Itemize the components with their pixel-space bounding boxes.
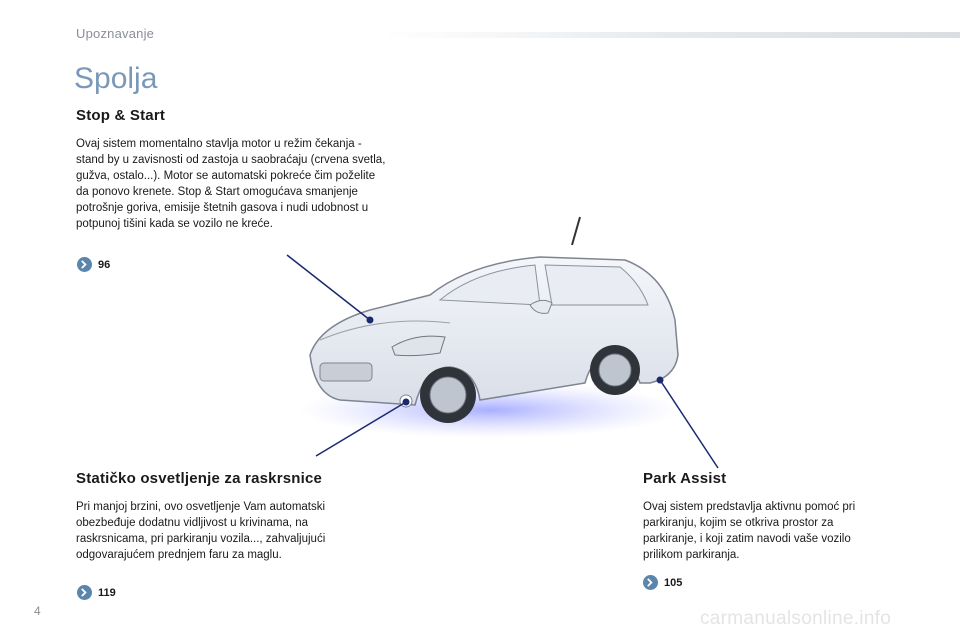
park-assist-text: Ovaj sistem predstavlja aktivnu pomoć pr…: [643, 501, 856, 561]
cornering-light-ref[interactable]: 119: [77, 585, 116, 600]
stop-start-heading: Stop & Start: [76, 107, 166, 124]
park-assist-heading: Park Assist: [643, 470, 727, 487]
cornering-light-ref-page: 119: [98, 586, 116, 599]
cornering-light-section: Statičko osvetljenje za raskrsnice Pri m…: [76, 470, 366, 563]
park-assist-ref[interactable]: 105: [643, 575, 682, 590]
stop-start-ref-page: 96: [98, 258, 111, 271]
stop-start-section: Stop & Start Ovaj sistem momentalno stav…: [76, 107, 386, 232]
car-illustration: [300, 216, 680, 438]
page-number: 4: [34, 604, 41, 618]
stop-start-ref[interactable]: 96: [77, 257, 110, 272]
chevron-right-icon: [77, 585, 92, 600]
park-assist-ref-page: 105: [664, 576, 683, 589]
section-label: Upoznavanje: [76, 26, 155, 41]
cornering-light-heading: Statičko osvetljenje za raskrsnice: [76, 470, 323, 487]
watermark: carmanualsonline.info: [700, 608, 892, 629]
park-assist-section: Park Assist Ovaj sistem predstavlja akti…: [643, 470, 873, 563]
cornering-light-text: Pri manjoj brzini, ovo osvetljenje Vam a…: [76, 501, 326, 561]
header-bar: [0, 32, 960, 38]
stop-start-text: Ovaj sistem momentalno stavlja motor u r…: [76, 138, 386, 230]
page-title: Spolja: [74, 62, 158, 95]
chevron-right-icon: [643, 575, 658, 590]
chevron-right-icon: [77, 257, 92, 272]
